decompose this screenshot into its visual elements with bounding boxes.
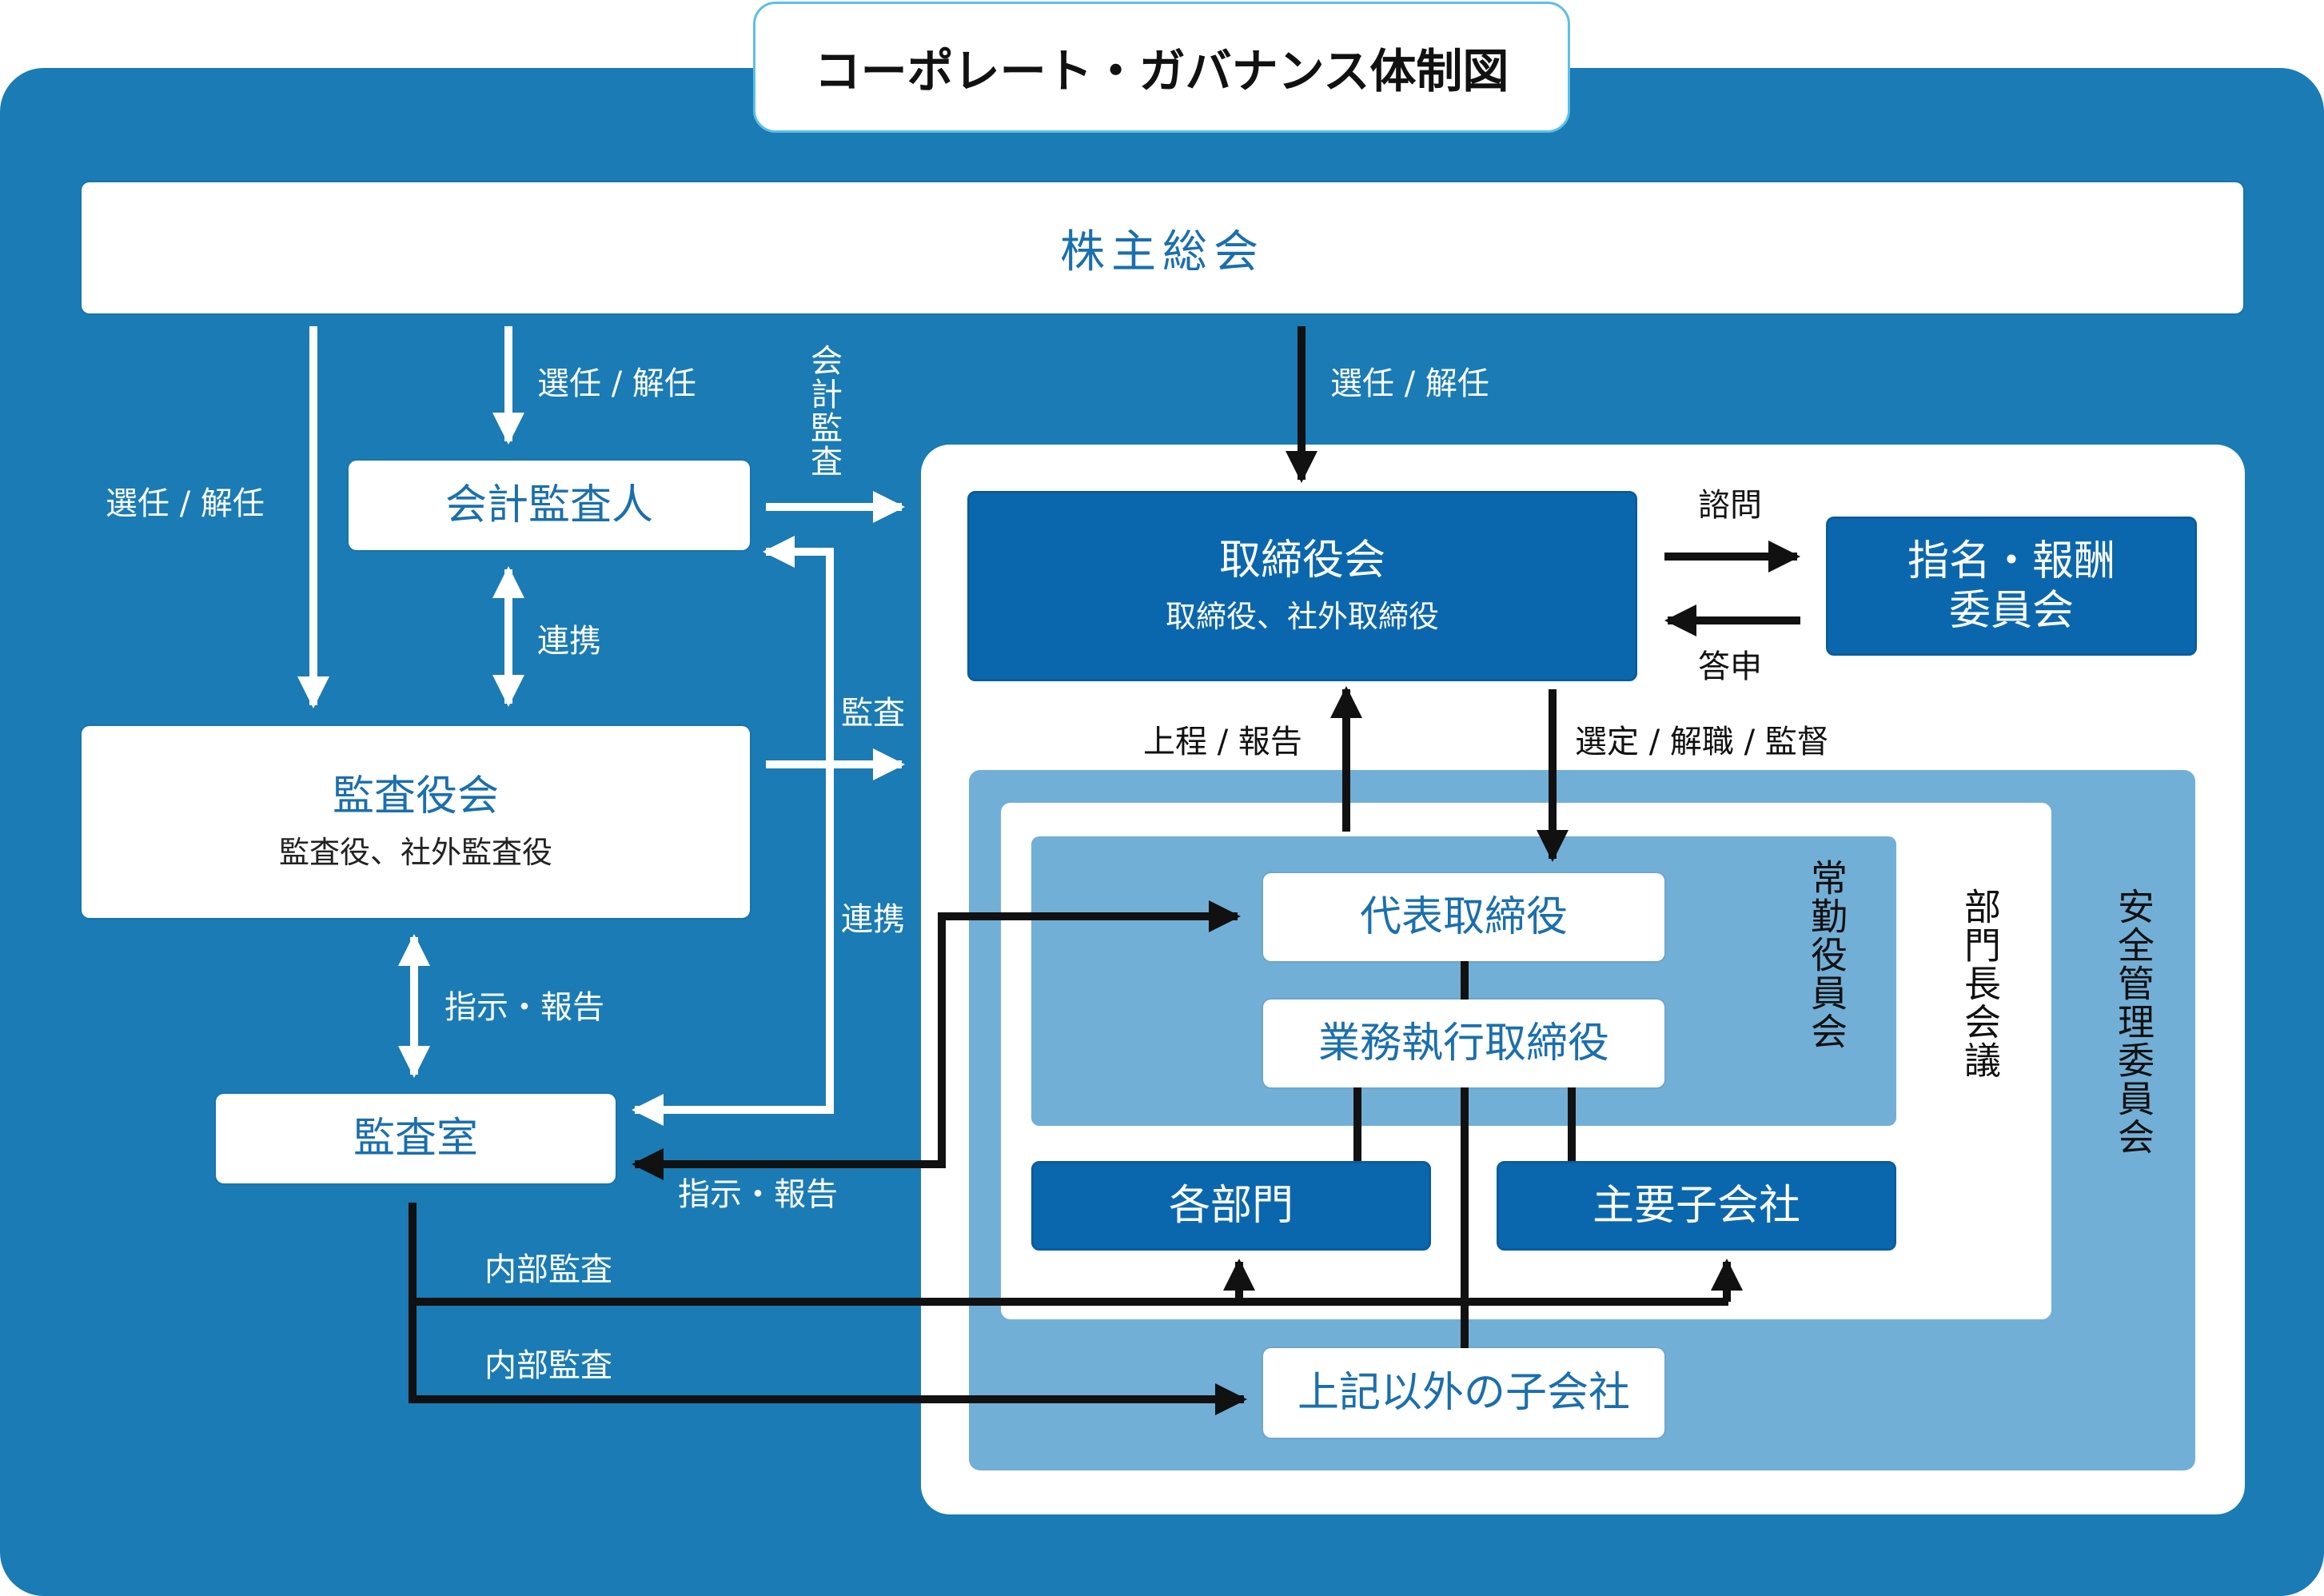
arrow-cooperation-office — [632, 536, 834, 1126]
board-of-directors-label: 取締役会 — [1218, 537, 1385, 585]
diagram-title-box: コーポレート・ガバナンス体制図 — [753, 2, 1570, 133]
label-elect-dismiss-auditor: 選任 / 解任 — [537, 365, 696, 402]
nomination-compensation-committee: 指名・報酬 委員会 — [1826, 517, 2197, 656]
executive-director-label: 業務執行取締役 — [1317, 1019, 1609, 1067]
label-reply: 答申 — [1698, 648, 1762, 685]
label-elect-dismiss-board: 選任 / 解任 — [1330, 365, 1489, 402]
accounting-auditor: 会計監査人 — [349, 461, 750, 550]
shareholders-meeting: 株主総会 — [82, 182, 2243, 313]
audit-board-label: 監査役会 — [332, 772, 499, 821]
label-cooperation-office: 連携 — [841, 901, 905, 938]
major-subsidiaries-label: 主要子会社 — [1592, 1181, 1800, 1230]
arrow-instruct-report-representative — [632, 900, 1241, 1180]
accounting-auditor-label: 会計監査人 — [444, 481, 653, 529]
label-select-dismiss-supervise: 選定 / 解職 / 監督 — [1575, 724, 1829, 760]
arrow-internal-audit-line — [409, 1203, 1247, 1415]
label-elect-dismiss-left: 選任 / 解任 — [106, 485, 265, 522]
diagram-title: コーポレート・ガバナンス体制図 — [814, 44, 1509, 98]
other-subsidiaries: 上記以外の子会社 — [1263, 1348, 1664, 1438]
label-audit: 監査 — [841, 695, 905, 732]
department-heads-meeting-label: 部門長会議 — [1959, 888, 2002, 1079]
representative-director-label: 代表取締役 — [1359, 892, 1568, 941]
audit-office-label: 監査室 — [353, 1114, 478, 1163]
label-internal-audit-2: 内部監査 — [484, 1347, 612, 1384]
label-internal-audit-1: 内部監査 — [484, 1251, 612, 1288]
executive-committee-label: 常勤役員会 — [1805, 859, 1848, 1051]
safety-committee-label: 安全管理委員会 — [2112, 888, 2155, 1156]
audit-board-members: 監査役、社外監査役 — [278, 834, 552, 870]
board-of-directors-members: 取締役、社外取締役 — [1165, 598, 1439, 634]
executive-director: 業務執行取締役 — [1263, 999, 1664, 1087]
label-instruct-report-office: 指示・報告 — [678, 1176, 838, 1213]
departments-label: 各部門 — [1168, 1181, 1294, 1230]
shareholders-meeting-label: 株主総会 — [1060, 225, 1265, 278]
audit-office: 監査室 — [216, 1094, 616, 1183]
label-accounting-audit: 会計監査 — [805, 344, 842, 478]
label-propose-report: 上程 / 報告 — [1143, 724, 1302, 760]
nomination-committee-line1: 指名・報酬 — [1907, 537, 2115, 585]
representative-director: 代表取締役 — [1263, 873, 1664, 961]
label-consult: 諮問 — [1698, 487, 1762, 524]
label-instruct-report-board: 指示・報告 — [444, 989, 604, 1026]
label-cooperation-auditors: 連携 — [537, 623, 601, 660]
major-subsidiaries: 主要子会社 — [1497, 1161, 1896, 1251]
other-subsidiaries-label: 上記以外の子会社 — [1297, 1368, 1630, 1417]
board-of-directors: 取締役会 取締役、社外取締役 — [967, 491, 1637, 681]
nomination-committee-line2: 委員会 — [1948, 587, 2074, 635]
